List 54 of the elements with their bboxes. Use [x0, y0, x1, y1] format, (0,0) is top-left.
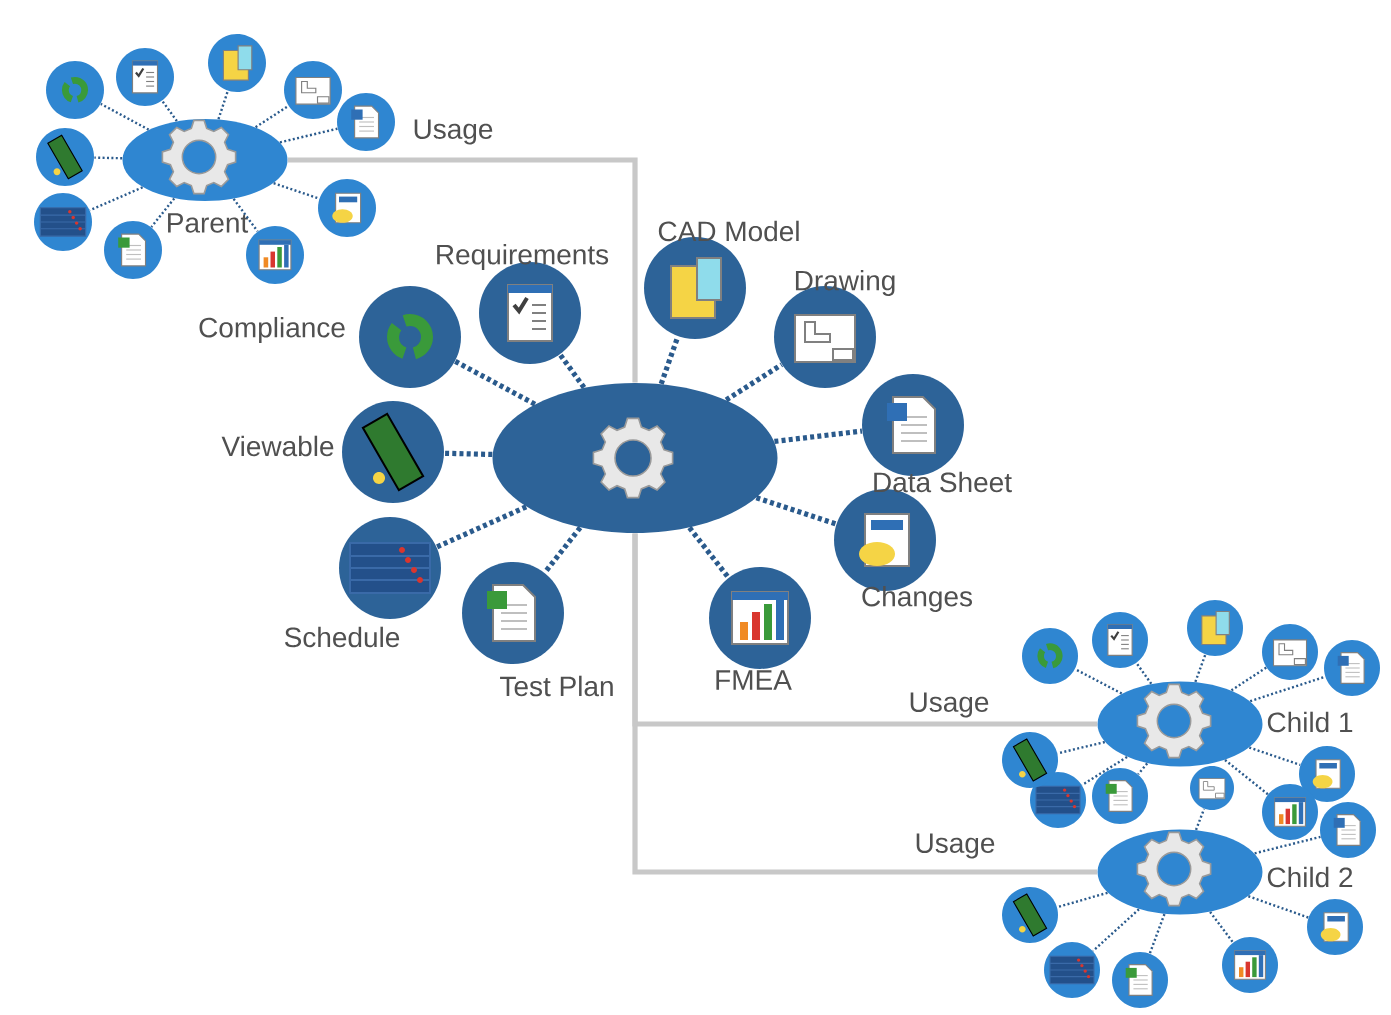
- connector: [632, 533, 1098, 875]
- connector: [1056, 891, 1108, 909]
- connector: [1092, 908, 1140, 952]
- connector: [724, 362, 784, 403]
- connector: [1135, 662, 1153, 685]
- node-label: Drawing: [795, 269, 895, 297]
- node-label: Changes: [862, 585, 972, 613]
- connector: [1081, 755, 1128, 786]
- connector: [774, 428, 863, 445]
- node-label: Test Plan: [500, 675, 613, 697]
- connector: [1230, 666, 1267, 692]
- connector: [1057, 740, 1106, 755]
- connector: [1148, 913, 1166, 954]
- connector: [1248, 746, 1301, 766]
- connector: [254, 104, 289, 129]
- connector: [161, 100, 178, 122]
- node-label: Compliance: [199, 316, 345, 344]
- connector: [1074, 668, 1123, 695]
- connector: [542, 526, 583, 575]
- connector: [1194, 654, 1207, 683]
- connector: [1209, 911, 1234, 944]
- connector: [454, 359, 537, 407]
- connector: [287, 157, 638, 383]
- connector: [1137, 762, 1149, 775]
- node-label: Child 2: [1267, 866, 1353, 888]
- connector: [232, 198, 259, 233]
- connector: [444, 450, 493, 458]
- connector: [1254, 835, 1321, 855]
- connector: [94, 156, 123, 160]
- connector: [1248, 895, 1309, 919]
- edge-label: Usage: [912, 831, 998, 861]
- node-label: Schedule: [284, 626, 400, 648]
- connector: [687, 526, 731, 580]
- connector: [273, 182, 320, 200]
- connector: [89, 186, 144, 212]
- connector: [1224, 759, 1269, 796]
- node-label: CAD Model: [658, 220, 799, 242]
- connector: [150, 197, 176, 228]
- connector: [755, 495, 837, 527]
- connector: [217, 90, 229, 120]
- node-label: Viewable: [221, 435, 334, 457]
- node-label: Child 1: [1267, 711, 1353, 733]
- node-label: FMEA: [716, 670, 792, 690]
- edge-label: Usage: [410, 117, 496, 147]
- connector: [1249, 675, 1326, 703]
- node-label: Data Sheet: [874, 471, 1012, 493]
- connector: [279, 127, 338, 144]
- node-label: Requirements: [437, 243, 609, 271]
- edge-label: Usage: [906, 690, 992, 720]
- connector: [558, 353, 587, 390]
- connector: [435, 504, 528, 550]
- node-label: Parent: [168, 213, 249, 233]
- connector: [100, 102, 150, 131]
- connector: [1194, 808, 1206, 831]
